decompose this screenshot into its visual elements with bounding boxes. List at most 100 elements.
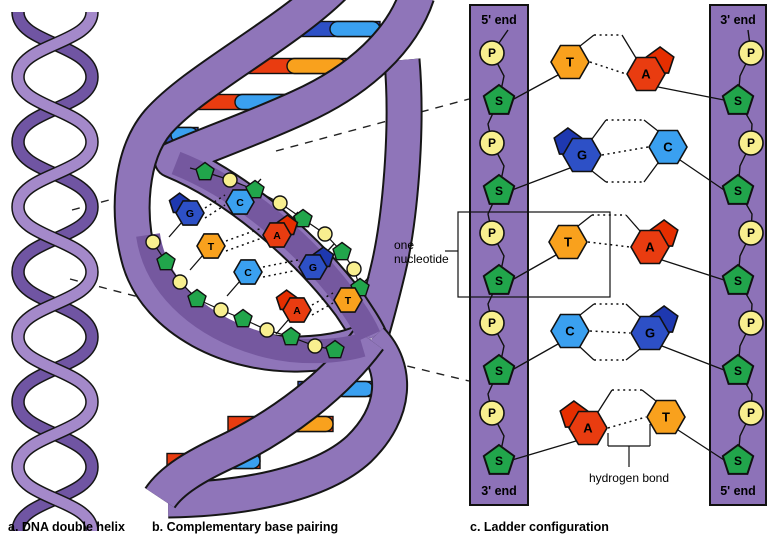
base-letter: C [565,324,575,339]
backbone-sugar-pentagon [156,251,176,271]
sugar-to-base-line [679,159,725,191]
phosphate-unit: P [479,310,505,336]
connector-line [625,303,641,318]
sugar-to-base-line [511,343,559,371]
connector-line [625,214,641,232]
sugar-letter: S [495,364,503,378]
backbone-sugar-pentagon [233,308,253,328]
base-g-molecule: G [168,192,205,226]
base-letter: A [273,230,281,242]
sugar-unit: S [482,353,516,385]
sugar-letter: S [495,94,503,108]
connector-line [621,34,637,59]
sugar-pentagon [482,353,516,385]
connector-line [579,34,595,47]
phosphate-unit: P [479,130,505,156]
backbone-phosphate-circle [272,195,288,211]
helix-a-strand2 [12,11,98,532]
left-rail-five-prime-label: 5' end [481,13,517,27]
base-hexagon [225,189,255,215]
phosphate-unit: P [738,220,764,246]
sugar-pentagon [721,353,755,385]
base-c-molecule: C [225,189,255,215]
base-letter: T [662,410,670,425]
base-hexagon [630,229,670,265]
base-t-molecule: T [646,399,686,435]
phosphate-circle [479,40,505,66]
base-c-molecule: C [648,129,688,165]
sugar-to-base-line [511,254,557,281]
base-letter: G [309,262,317,274]
base-g-molecule: G [298,246,335,280]
right-rail-five-prime-label: 5' end [720,484,756,498]
helix-b-inner-band-top [171,151,380,342]
phosphate-letter: P [747,316,755,330]
phosphate-unit: P [479,220,505,246]
sugar-pentagon [721,173,755,205]
phosphate-letter: P [488,46,496,60]
phosphate-circle [738,130,764,156]
base-t-molecule: T [548,224,588,260]
sugar-pentagon [482,173,516,205]
phosphate-circle [479,130,505,156]
base-letter: G [577,148,587,163]
base-hexagon [646,399,686,435]
hydrogen-bond-dotted-line [601,146,649,156]
sugar-unit: S [482,173,516,205]
backbone-sugar-pentagon [281,326,301,346]
phosphate-letter: P [747,136,755,150]
left-strand-rail [469,4,529,506]
connector-line [591,170,607,183]
sugar-unit: S [482,83,516,115]
sugar-pentagon [721,443,755,475]
sugar-letter: S [495,184,503,198]
base-letter: T [345,295,352,307]
sugar-pentagon [482,443,516,475]
phosphate-circle [738,40,764,66]
connector-line [579,303,595,316]
backbone-phosphate-circle [213,302,229,318]
sugar-to-base-line [661,345,725,371]
base-letter: T [208,241,215,253]
backbone-phosphate-circle [317,226,333,242]
hydrogen-bond-label: hydrogen bond [589,471,669,485]
sugar-unit: S [721,263,755,295]
base-hexagon [630,315,670,351]
base-letter: C [663,140,673,155]
backbone-phosphate-circle [259,322,275,338]
backbone-zigzag-bottom [149,237,336,351]
base-a-molecule: A [275,289,312,323]
base-t-molecule: T [333,287,363,313]
connector-line [591,119,607,140]
caption-panel-a: a. DNA double helix [8,520,125,534]
phosphate-letter: P [488,316,496,330]
panel-a-double-helix [11,10,99,533]
sugar-unit: S [721,83,755,115]
base-hexagon [262,222,292,248]
backbone-sugar-pentagon [187,288,207,308]
base-hexagon [648,129,688,165]
backbone-phosphate-circle [346,261,362,277]
sugar-pentagon [482,83,516,115]
base-letter: A [583,421,593,436]
backbone-phosphate-circle [222,172,238,188]
hydrogen-bond-dotted-line [204,194,226,209]
base-letter: A [645,240,655,255]
phosphate-letter: P [747,406,755,420]
connector-line [226,280,241,297]
connector-line [577,214,593,227]
phosphate-circle [738,220,764,246]
connector-line [168,221,183,238]
sugar-to-base-line [657,86,725,101]
backbone-sugar-pentagon [325,339,345,359]
base-c-molecule: C [233,259,263,285]
helix-b-strand4 [167,328,407,517]
sugar-unit: S [482,443,516,475]
base-letter: T [566,55,574,70]
base-letter: T [564,235,572,250]
sugar-letter: S [734,364,742,378]
backbone-sugar-pentagon [195,161,215,181]
hydrogen-bond-dotted-line [587,241,631,248]
base-hexagon [175,200,205,226]
